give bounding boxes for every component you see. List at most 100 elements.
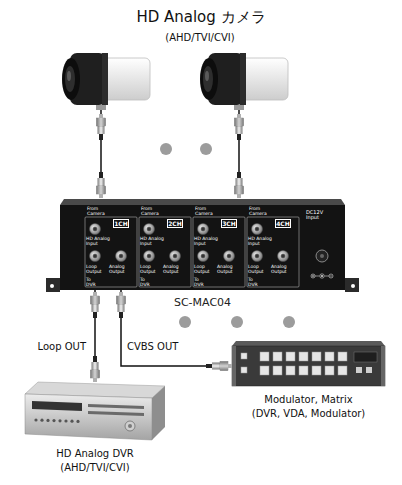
dvr-box: HD Analog DVR(AHD/TVI/CVI) (25, 382, 165, 442)
bnc-plug (91, 292, 233, 382)
matrix-illustration (286, 352, 295, 361)
matrix-illustration (325, 366, 334, 375)
converter-body (345, 278, 359, 292)
bnc-jack (173, 254, 177, 258)
dvr-illustration (152, 386, 165, 440)
matrix-illustration (299, 352, 308, 361)
bnc-jack (255, 254, 259, 258)
camera-cable (97, 110, 244, 198)
dvr-illustration (76, 420, 79, 423)
camera (62, 53, 150, 110)
dvr-illustration (64, 419, 67, 422)
bnc-plug (206, 362, 232, 371)
bnc-jack (119, 254, 123, 258)
port-direction-label: To DVR (86, 278, 98, 288)
bnc-jack (93, 227, 97, 231)
bnc-jack (227, 254, 231, 258)
port-group-label: From Camera (195, 207, 217, 217)
dvr-illustration (32, 401, 82, 411)
power-jack (316, 250, 328, 262)
cable-connector (121, 290, 232, 366)
matrix-box: Modulator, Matrix(DVR, VDA, Modulator) (232, 346, 385, 386)
bnc-jack (278, 251, 289, 262)
port-label: Loop Output (248, 265, 266, 275)
dvr-illustration (40, 419, 43, 422)
polarity-symbol (321, 275, 322, 276)
channel-outline (85, 217, 137, 287)
matrix-illustration (232, 341, 385, 386)
continuation-dots (160, 143, 172, 155)
matrix-illustration (312, 366, 321, 375)
bnc-jack (252, 251, 263, 262)
dvr-illustration (128, 424, 132, 428)
port-label: Loop Output (194, 265, 212, 275)
port-direction-label: To DVR (248, 278, 260, 288)
bnc-jack (90, 224, 101, 235)
matrix-illustration (232, 341, 385, 346)
continuation-dots (283, 316, 295, 328)
port-label: HD Analog Input (140, 237, 168, 247)
bnc-jack (198, 251, 209, 262)
matrix-illustration (273, 366, 282, 375)
edge-label: CVBS OUT (127, 341, 207, 352)
converter-body (50, 284, 54, 288)
port-label: Loop Output (140, 265, 158, 275)
matrix-illustration (338, 352, 347, 361)
matrix-illustration (366, 367, 372, 373)
matrix-illustration (273, 352, 282, 361)
port-label: HD Analog Input (86, 237, 114, 247)
channel-outline (193, 217, 245, 287)
port-label: HD Analog Input (194, 237, 222, 247)
polarity-symbol (311, 274, 315, 278)
camera-cable (100, 140, 102, 172)
bnc-jack (281, 254, 285, 258)
channel-number: 1CH (114, 220, 128, 228)
diagram-title: HD Analog カメラ (0, 8, 402, 27)
bnc-plug (91, 356, 100, 382)
channel-outline (85, 217, 299, 287)
dvr-illustration (46, 419, 49, 422)
matrix-illustration (241, 367, 247, 373)
bnc-jack (147, 254, 151, 258)
matrix-illustration (381, 346, 385, 386)
matrix-illustration (232, 346, 385, 386)
converter-body (46, 278, 60, 292)
camera-cable (238, 140, 240, 172)
port-direction-label: To DVR (194, 278, 206, 288)
channel-number: 3CH (222, 220, 236, 228)
dvr-illustration (58, 419, 61, 422)
continuation-dots (200, 143, 212, 155)
matrix-illustration (325, 352, 334, 361)
polarity-symbol (311, 274, 333, 278)
matrix-illustration (299, 366, 308, 375)
bnc-plug (91, 292, 100, 318)
bnc-jack (201, 254, 205, 258)
port-direction-label: To DVR (140, 278, 152, 288)
model-name: SC-MAC04 (60, 296, 345, 309)
camera-cable (100, 110, 102, 114)
matrix-illustration (241, 353, 247, 359)
converter-body (60, 205, 345, 290)
channel-outline (139, 217, 191, 287)
device-format: (AHD/TVI/CVI) (25, 462, 165, 474)
bnc-jack (116, 251, 127, 262)
channel-number: 4CH (276, 220, 290, 228)
bnc-jack (201, 227, 205, 231)
bnc-jack (147, 227, 151, 231)
dvr-illustration (70, 420, 73, 423)
bnc-jack (144, 251, 155, 262)
device-format: (DVR, VDA, Modulator) (232, 408, 385, 420)
port-label: HD Analog Input (248, 237, 276, 247)
dvr-illustration (25, 382, 165, 440)
polarity-symbol (320, 274, 324, 278)
polarity-symbol (312, 276, 314, 277)
matrix-illustration (354, 352, 377, 362)
bnc-jack (252, 224, 263, 235)
dvr-illustration (88, 411, 144, 416)
port-label: Analog Output (109, 265, 133, 275)
polarity-symbol (329, 274, 333, 278)
channel-box: 3CH (221, 219, 237, 228)
matrix-illustration (260, 352, 269, 361)
power-jack (320, 254, 324, 258)
